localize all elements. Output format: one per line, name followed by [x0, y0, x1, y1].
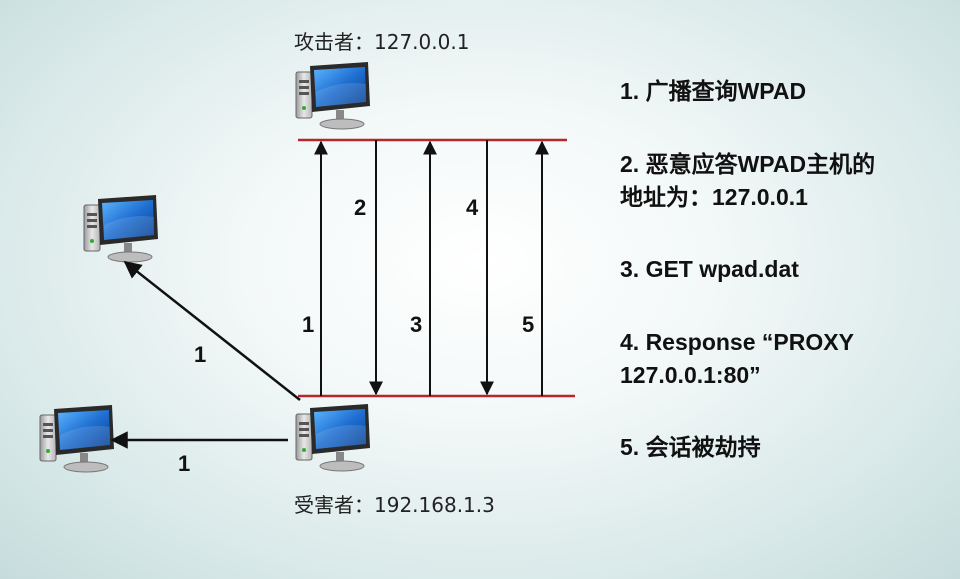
broadcast-upper-label: 1 — [194, 342, 207, 367]
step-2: 2. 恶意应答WPAD主机的 地址为：127.0.0.1 — [620, 151, 876, 210]
step-3: 3. GET wpad.dat — [620, 256, 799, 282]
attacker-computer-icon — [295, 61, 371, 130]
arrow-4-label: 4 — [466, 195, 479, 220]
arrow-5-label: 5 — [522, 312, 535, 337]
lan-host-lower-computer-icon — [39, 404, 115, 473]
step-5: 5. 会话被劫持 — [620, 434, 761, 460]
arrow-1-label: 1 — [302, 312, 315, 337]
arrow-3-label: 3 — [410, 312, 423, 337]
attacker-label: 攻击者：127.0.0.1 — [294, 30, 470, 54]
step-4: 4. Response “PROXY 127.0.0.1:80” — [620, 329, 854, 388]
step-1: 1. 广播查询WPAD — [620, 78, 807, 104]
victim-computer-icon — [295, 403, 371, 472]
arrow-2-label: 2 — [354, 195, 367, 220]
broadcast-lower-label: 1 — [178, 451, 191, 476]
lan-host-upper-computer-icon — [83, 194, 159, 263]
victim-label: 受害者：192.168.1.3 — [294, 493, 495, 517]
broadcast-arrow-upper — [123, 260, 301, 401]
